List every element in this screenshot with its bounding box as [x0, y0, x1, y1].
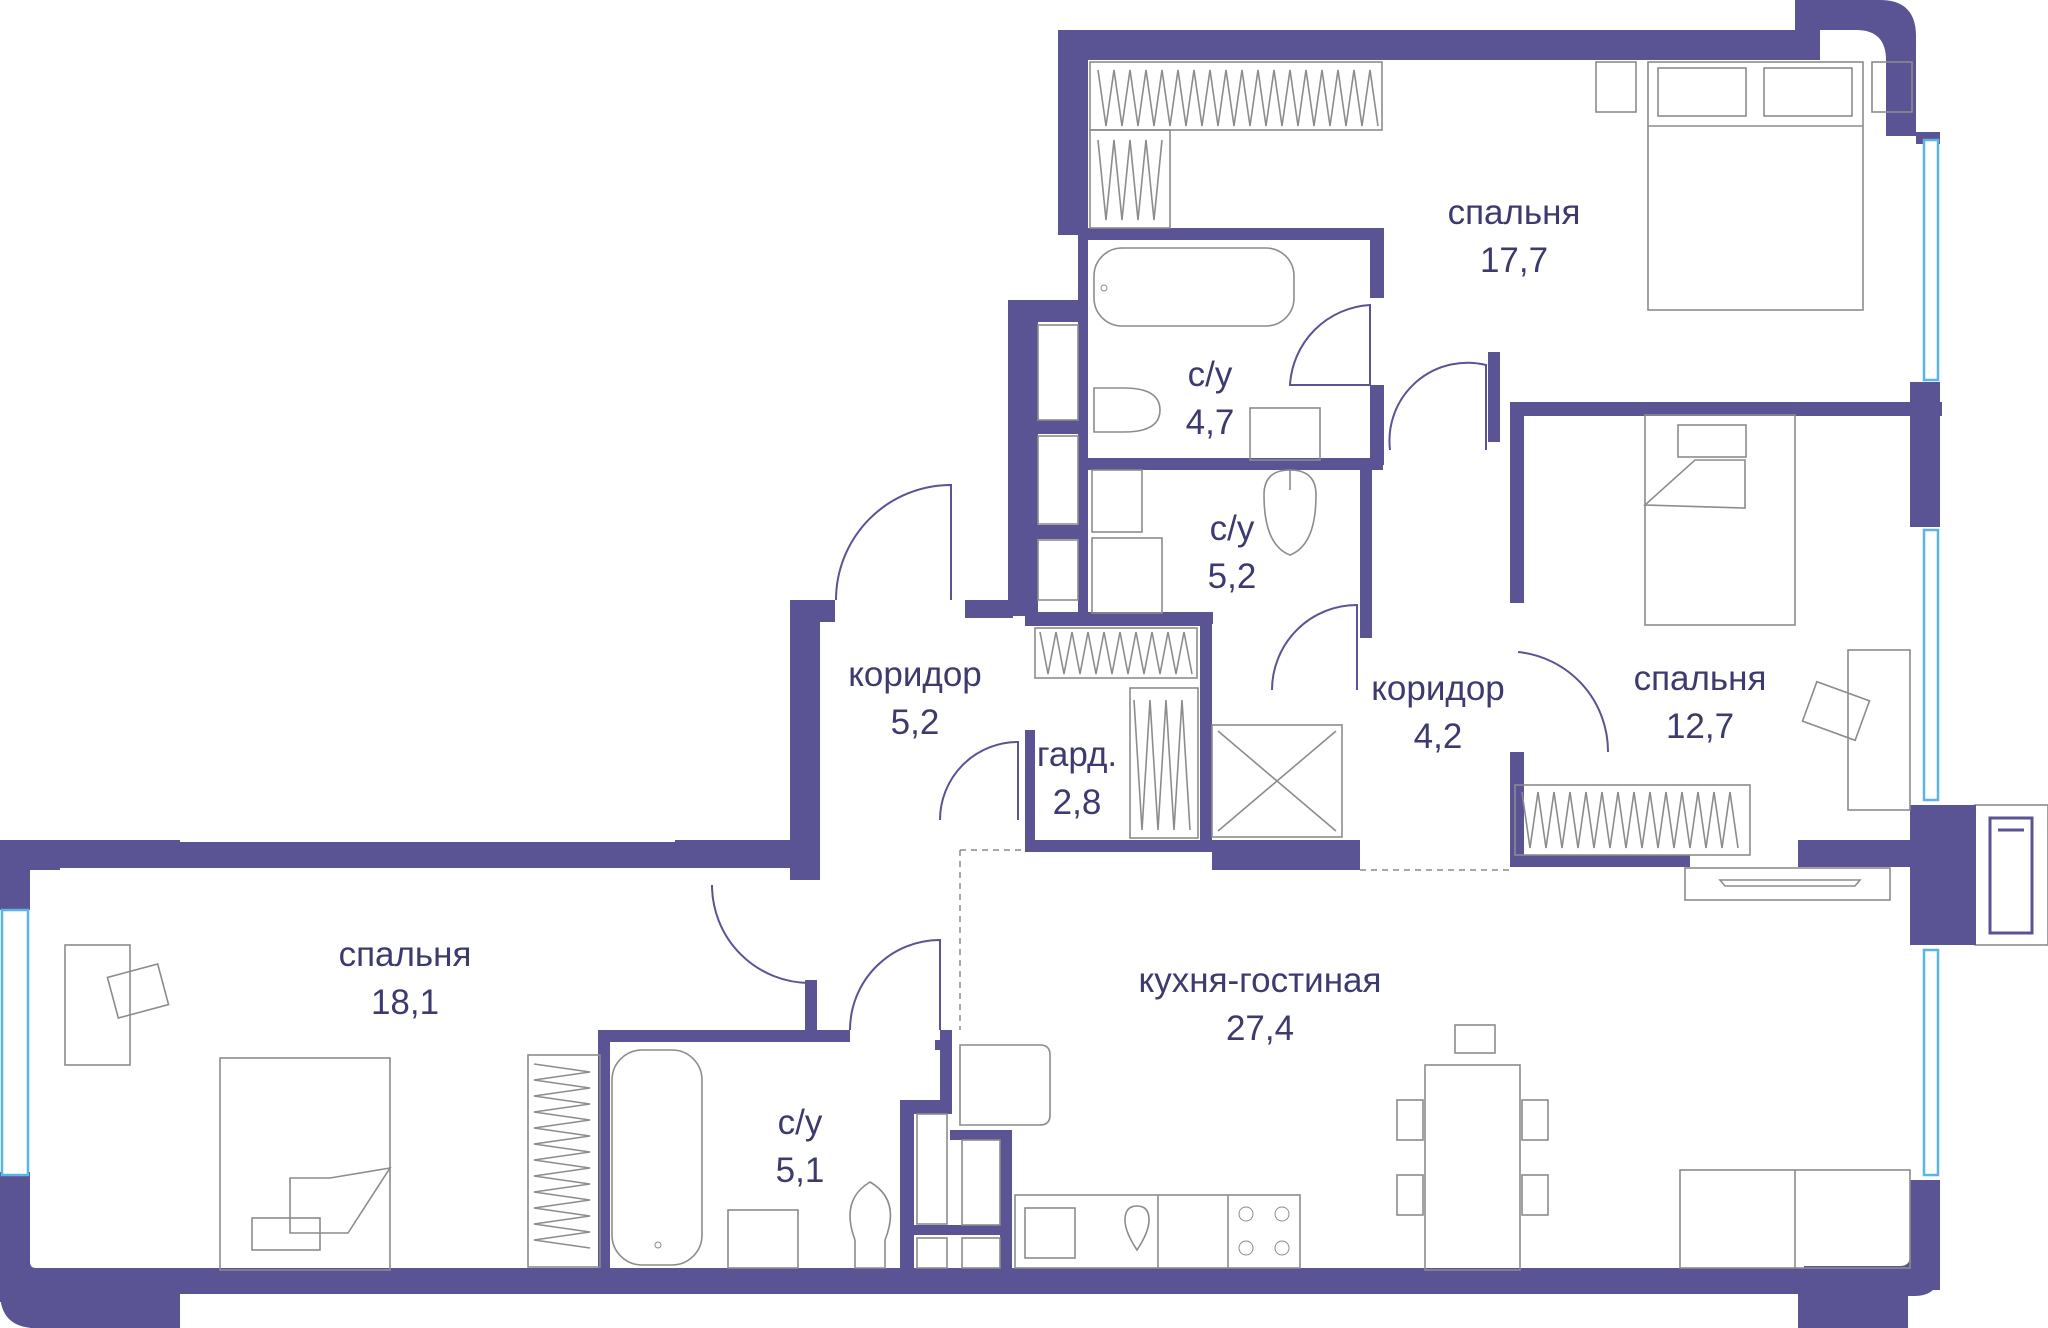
room-name-bath-3: с/у — [778, 1103, 823, 1142]
room-area-bedroom-3: 18,1 — [371, 983, 439, 1022]
furniture — [64, 61, 1913, 1271]
doors — [711, 303, 1610, 1031]
room-area-kitchen-living: 27,4 — [1226, 1009, 1294, 1048]
room-area-corridor-1: 5,2 — [891, 703, 940, 742]
room-name-bedroom-1: спальня — [1448, 193, 1581, 232]
zone-lines — [959, 849, 1510, 1030]
room-name-wardrobe: гард. — [1037, 735, 1117, 774]
room-name-bedroom-3: спальня — [339, 935, 472, 974]
room-name-corridor-2: коридор — [1371, 669, 1505, 708]
walls — [0, 0, 1942, 1328]
room-labels: спальня 17,7 с/у 4,7 с/у 5,2 коридор 5,2… — [339, 193, 1767, 1190]
room-area-wardrobe: 2,8 — [1053, 783, 1102, 822]
ac-unit — [1940, 804, 2048, 946]
room-area-bath-1: 4,7 — [1186, 403, 1235, 442]
room-area-bedroom-1: 17,7 — [1480, 241, 1548, 280]
room-name-bath-1: с/у — [1188, 355, 1233, 394]
room-name-kitchen-living: кухня-гостиная — [1139, 961, 1382, 1000]
room-area-corridor-2: 4,2 — [1414, 717, 1463, 756]
room-name-bedroom-2: спальня — [1634, 659, 1767, 698]
room-area-bath-3: 5,1 — [776, 1151, 825, 1190]
room-area-bedroom-2: 12,7 — [1666, 707, 1734, 746]
room-name-bath-2: с/у — [1210, 509, 1255, 548]
room-area-bath-2: 5,2 — [1208, 557, 1257, 596]
room-name-corridor-1: коридор — [848, 655, 982, 694]
windows — [0, 138, 1940, 1177]
